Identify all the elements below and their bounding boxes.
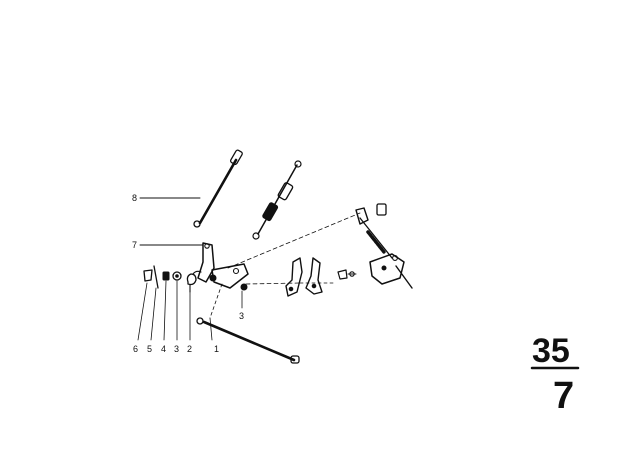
group-code-sub: 7 bbox=[553, 375, 574, 417]
mounting-brackets bbox=[285, 257, 335, 297]
assembly-lines bbox=[209, 212, 361, 319]
callout-8: 8 bbox=[132, 193, 137, 203]
part-7-lever bbox=[139, 242, 249, 289]
group-code-main: 35 bbox=[532, 332, 570, 370]
leader-lines bbox=[137, 280, 213, 341]
callout-6: 6 bbox=[133, 344, 138, 354]
hardware-small-parts bbox=[143, 265, 202, 293]
callout-5: 5 bbox=[147, 344, 152, 354]
group-code: 35 7 bbox=[530, 332, 580, 417]
callout-7: 7 bbox=[132, 240, 137, 250]
part-1-lower-rod bbox=[196, 317, 300, 364]
callout-3: 3 bbox=[174, 344, 179, 354]
part-8-pull-rod bbox=[139, 149, 243, 228]
part-3-nut bbox=[240, 283, 248, 309]
callout-1: 1 bbox=[214, 344, 219, 354]
callout-4: 4 bbox=[161, 344, 166, 354]
shift-lever-assembly bbox=[337, 203, 413, 289]
callout-2: 2 bbox=[187, 344, 192, 354]
damper-rod bbox=[252, 160, 302, 240]
callout-3-middle: 3 bbox=[239, 311, 244, 321]
